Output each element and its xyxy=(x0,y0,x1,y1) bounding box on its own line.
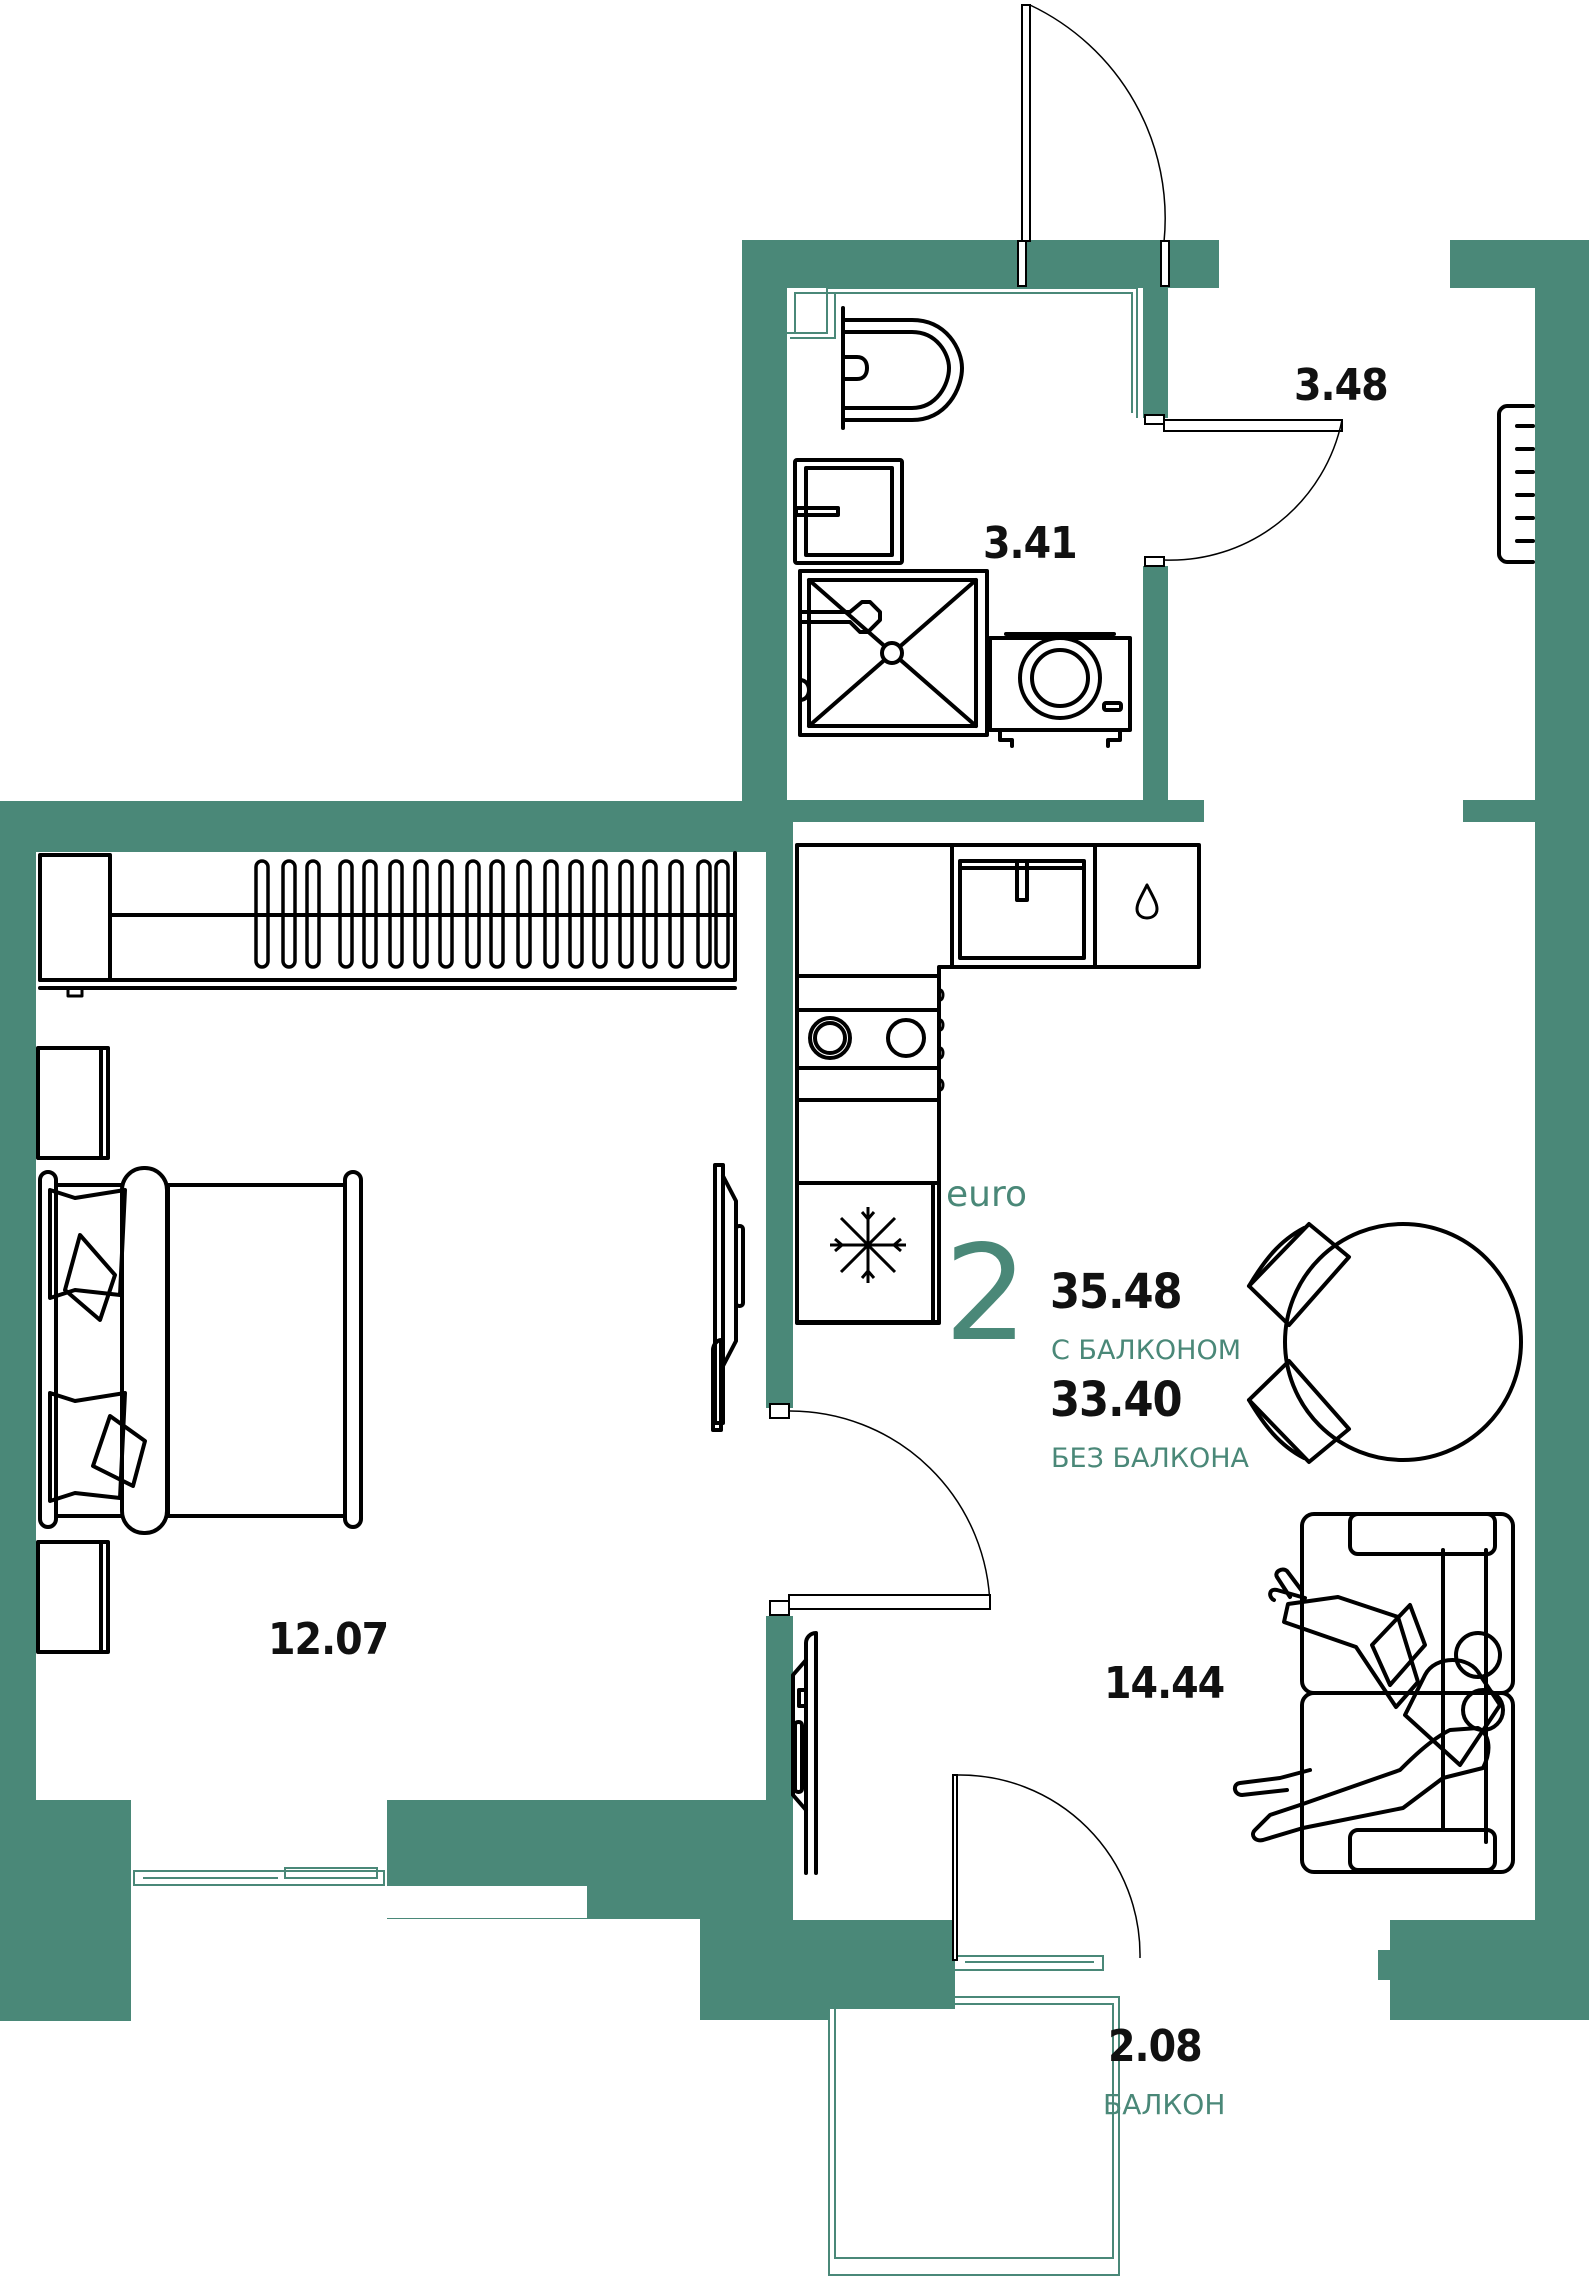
room-area-living: 14.44 xyxy=(1104,1658,1225,1709)
fridge-snowflake-icon xyxy=(795,1181,941,1325)
kitchen-sink-icon xyxy=(958,859,1086,960)
water-drop-icon xyxy=(1135,883,1159,920)
room-area-hallway: 3.48 xyxy=(1294,360,1389,411)
apartment-type-label: euro xyxy=(946,1174,1027,1215)
without-balcony-label: БЕЗ БАЛКОНА xyxy=(1051,1443,1249,1474)
balcony-door[interactable] xyxy=(952,1774,1141,1961)
room-area-bathroom: 3.41 xyxy=(983,518,1078,569)
people-icon xyxy=(1233,1567,1505,1843)
washbasin-icon xyxy=(793,458,904,565)
shower-icon xyxy=(798,569,989,737)
total-area-with-balcony: 35.48 xyxy=(1050,1264,1183,1320)
tv-icon xyxy=(711,1163,818,1875)
room-area-balcony: 2.08 xyxy=(1108,2021,1203,2072)
bed-icon xyxy=(38,1166,363,1535)
balcony-door-window xyxy=(842,1955,1104,1971)
rooms-count: 2 xyxy=(944,1217,1028,1371)
nightstand-icon xyxy=(36,1046,110,1654)
chair-icon xyxy=(1247,1222,1351,1464)
total-area-without-balcony: 33.40 xyxy=(1050,1372,1183,1428)
toilet-icon xyxy=(841,306,964,430)
walls xyxy=(0,240,1589,2021)
room-label-balcony: БАЛКОН xyxy=(1103,2088,1226,2121)
wardrobe-icon xyxy=(38,851,737,998)
stove-icon xyxy=(808,988,945,1092)
balcony xyxy=(828,1996,1120,2276)
bathroom-lining xyxy=(787,287,1138,418)
radiator-icon xyxy=(1497,404,1535,564)
bedroom-door[interactable] xyxy=(769,1403,991,1616)
hangers-icon xyxy=(254,859,730,969)
room-area-bedroom: 12.07 xyxy=(268,1614,389,1665)
bathroom-door[interactable] xyxy=(1144,414,1343,567)
washing-machine-icon xyxy=(988,632,1132,748)
dining-table-icon xyxy=(1283,1222,1523,1462)
with-balcony-label: С БАЛКОНОМ xyxy=(1051,1335,1242,1366)
window-bedroom xyxy=(131,1802,387,1918)
entrance-door[interactable] xyxy=(1017,4,1170,287)
